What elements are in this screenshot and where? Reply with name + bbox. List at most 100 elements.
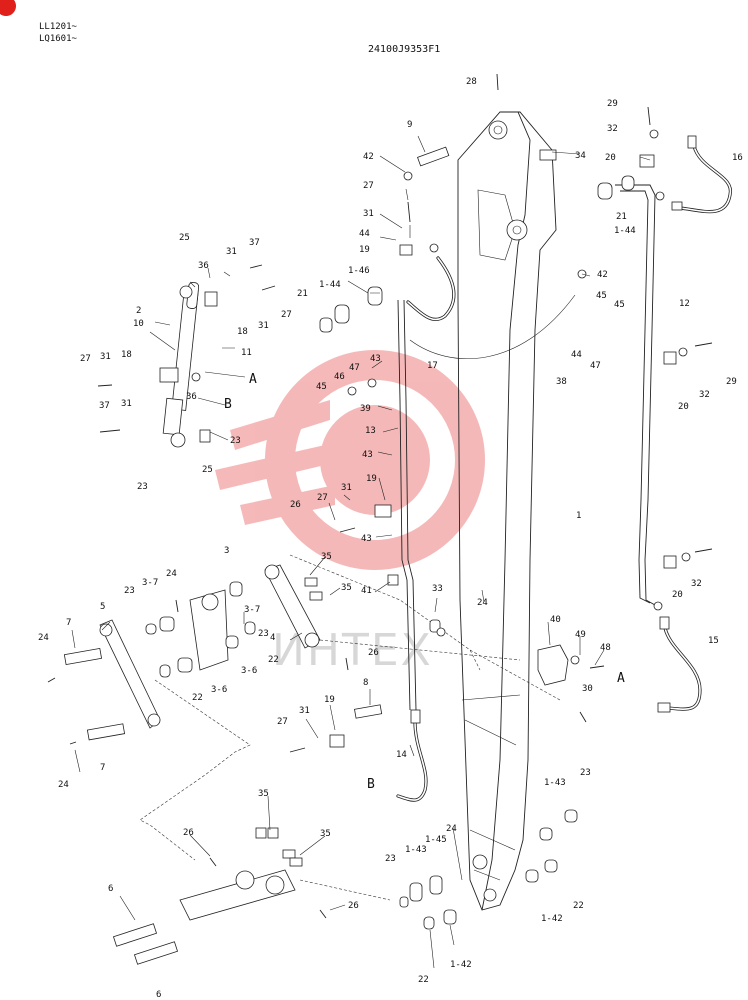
callout-label: 25 [179, 233, 190, 243]
callout-label: 42 [363, 152, 374, 162]
callout-label: 12 [679, 299, 690, 309]
callout-label: 44 [571, 350, 582, 360]
callout-label: 23 [230, 436, 241, 446]
callout-label: 24 [38, 633, 49, 643]
callout-label: 26 [183, 828, 194, 838]
callout-label: 23 [385, 854, 396, 864]
callout-label: 35 [320, 829, 331, 839]
pin-9 [417, 146, 450, 167]
callout-label: 30 [582, 684, 593, 694]
callout-label: 31 [363, 209, 374, 219]
callout-label: 19 [366, 474, 377, 484]
callout-label: 47 [349, 363, 360, 373]
callout-label: 8 [363, 678, 368, 688]
boom-arm [457, 111, 557, 911]
callout-label: 22 [573, 901, 584, 911]
callout-label: 21 [297, 289, 308, 299]
callout-label: 20 [672, 590, 683, 600]
callout-label: 31 [121, 399, 132, 409]
callout-label: 27 [363, 181, 374, 191]
callout-label: 24 [477, 598, 488, 608]
callout-label: A [249, 372, 257, 387]
callout-label: 21 [616, 212, 627, 222]
callout-label: 29 [726, 377, 737, 387]
callout-label: 1-44 [319, 280, 341, 290]
callout-label: 22 [268, 655, 279, 665]
callout-label: 27 [317, 493, 328, 503]
wire-38 [409, 294, 576, 360]
callout-label: 1-42 [450, 960, 472, 970]
cylinder-2 [162, 282, 200, 448]
callout-label: 43 [362, 450, 373, 460]
callout-label: 18 [237, 327, 248, 337]
callout-label: 31 [226, 247, 237, 257]
callout-label: 15 [708, 636, 719, 646]
callout-label: 5 [100, 602, 105, 612]
callout-label: 14 [396, 750, 407, 760]
callout-label: 10 [133, 319, 144, 329]
pin-8 [354, 704, 383, 719]
callout-label: 35 [258, 789, 269, 799]
pipe-13 [397, 299, 411, 711]
callout-label: 3-7 [142, 578, 158, 588]
pin-7-upper [63, 647, 103, 665]
hose-16 [678, 144, 732, 214]
callout-label: B [224, 397, 232, 412]
callout-label: 4 [270, 633, 275, 643]
callout-label: 6 [156, 990, 161, 1000]
watermark-gear-logo [215, 350, 485, 570]
callout-label: 47 [590, 361, 601, 371]
callout-label: 1-46 [348, 266, 370, 276]
callout-label: 36 [198, 261, 209, 271]
callout-label: 22 [192, 693, 203, 703]
callout-label: 3-7 [244, 605, 260, 615]
pin-6-lower [133, 941, 179, 965]
callout-label: 27 [277, 717, 288, 727]
link-5 [99, 619, 161, 729]
callout-label: 34 [575, 151, 586, 161]
callout-label: 42 [597, 270, 608, 280]
callout-label: 39 [360, 404, 371, 414]
callout-label: 31 [100, 352, 111, 362]
callout-label: 23 [258, 629, 269, 639]
callout-label: 3-6 [241, 666, 257, 676]
callout-label: 11 [241, 348, 252, 358]
callout-label: 17 [427, 361, 438, 371]
callout-label: 20 [678, 402, 689, 412]
callout-label: 23 [124, 586, 135, 596]
callout-label: B [367, 777, 375, 792]
callout-label: 32 [691, 579, 702, 589]
callout-label: 31 [258, 321, 269, 331]
callout-label: 41 [361, 586, 372, 596]
callout-label: 18 [121, 350, 132, 360]
callout-label: 43 [370, 354, 381, 364]
callout-label: 37 [99, 401, 110, 411]
drawing-number: 24100J9353F1 [368, 44, 440, 55]
callout-label: 7 [100, 763, 105, 773]
callout-label: 40 [550, 615, 561, 625]
callout-label: 6 [108, 884, 113, 894]
leader-lines [71, 135, 651, 969]
callout-label: 24 [58, 780, 69, 790]
bolts [47, 73, 713, 919]
callout-label: 25 [202, 465, 213, 475]
bracket-plate-40 [537, 644, 569, 686]
callout-label: 24 [166, 569, 177, 579]
callout-label: 26 [348, 901, 359, 911]
callout-label: A [617, 671, 625, 686]
callout-label: 35 [341, 583, 352, 593]
callout-label: 31 [299, 706, 310, 716]
hose-upper [406, 256, 456, 322]
callout-label: 1-44 [614, 226, 636, 236]
callout-label: 1 [576, 511, 581, 521]
callout-label: 45 [614, 300, 625, 310]
callout-label: 1-43 [544, 778, 566, 788]
callout-label: 35 [321, 552, 332, 562]
callout-label: 24 [446, 824, 457, 834]
pipe-12 [615, 184, 656, 606]
callout-label: 13 [365, 426, 376, 436]
callout-label: 3 [224, 546, 229, 556]
callout-label: 28 [466, 77, 477, 87]
callout-label: 27 [80, 354, 91, 364]
